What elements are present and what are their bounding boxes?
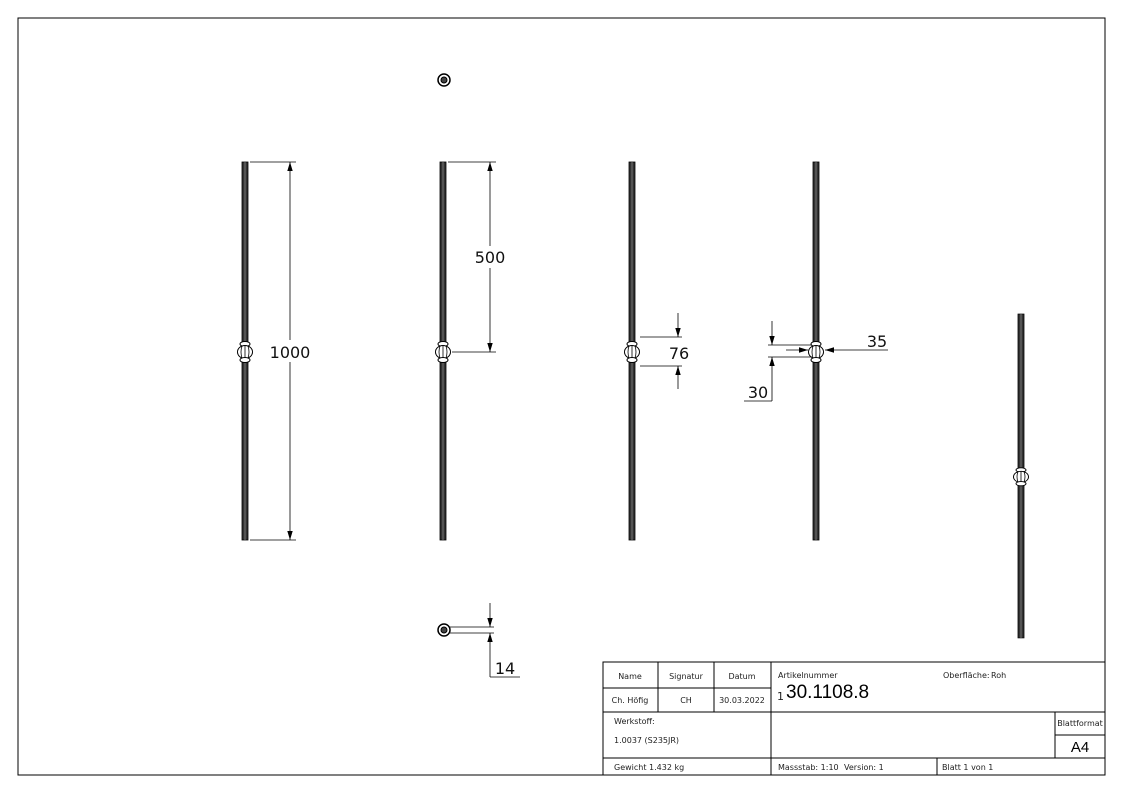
scale: Massstab: 1:10: [778, 763, 839, 772]
drawing-frame: [17, 17, 1106, 776]
dimension-label-76: 76: [669, 344, 689, 363]
bottom-view: [437, 623, 451, 637]
name-value: Ch. Höfig: [612, 696, 649, 705]
dimension-76: [640, 313, 682, 389]
top-view: [437, 73, 451, 87]
sheet-number: Blatt 1 von 1: [942, 763, 993, 772]
material-value: 1.0037 (S235JR): [614, 736, 679, 745]
article-label: Artikelnummer: [778, 671, 838, 680]
rod-isometric-view: [1013, 313, 1029, 639]
signature-value: CH: [680, 696, 692, 705]
dimension-label-500: 500: [475, 248, 506, 267]
rod-view-1: [237, 161, 253, 541]
signature-header: Signatur: [669, 672, 704, 681]
dimension-label-14: 14: [495, 659, 515, 678]
dimension-30: [744, 321, 812, 402]
rod-view-2: [435, 161, 451, 541]
dimension-1000: [250, 161, 312, 541]
title-block: [602, 661, 1106, 776]
version: Version: 1: [844, 763, 884, 772]
date-value: 30.03.2022: [719, 696, 765, 705]
article-number: 30.1108.8: [786, 682, 869, 703]
surface-value: Roh: [991, 671, 1006, 680]
dimension-label-1000: 1000: [270, 343, 311, 362]
rod-view-4: [808, 161, 824, 541]
rod-view-3: [624, 161, 640, 541]
weight: Gewicht 1.432 kg: [614, 763, 684, 772]
dimension-500: [448, 161, 508, 353]
dimension-label-35: 35: [867, 332, 887, 351]
sheet-format-value: A4: [1071, 739, 1089, 756]
dimension-14: [450, 603, 520, 678]
dimension-label-30: 30: [748, 383, 768, 402]
date-header: Datum: [728, 672, 755, 681]
name-header: Name: [618, 672, 642, 681]
surface-label: Oberfläche:: [943, 671, 990, 680]
article-prefix: 1: [777, 690, 784, 703]
material-label: Werkstoff:: [614, 717, 655, 726]
sheet-format-label: Blattformat: [1057, 719, 1103, 728]
